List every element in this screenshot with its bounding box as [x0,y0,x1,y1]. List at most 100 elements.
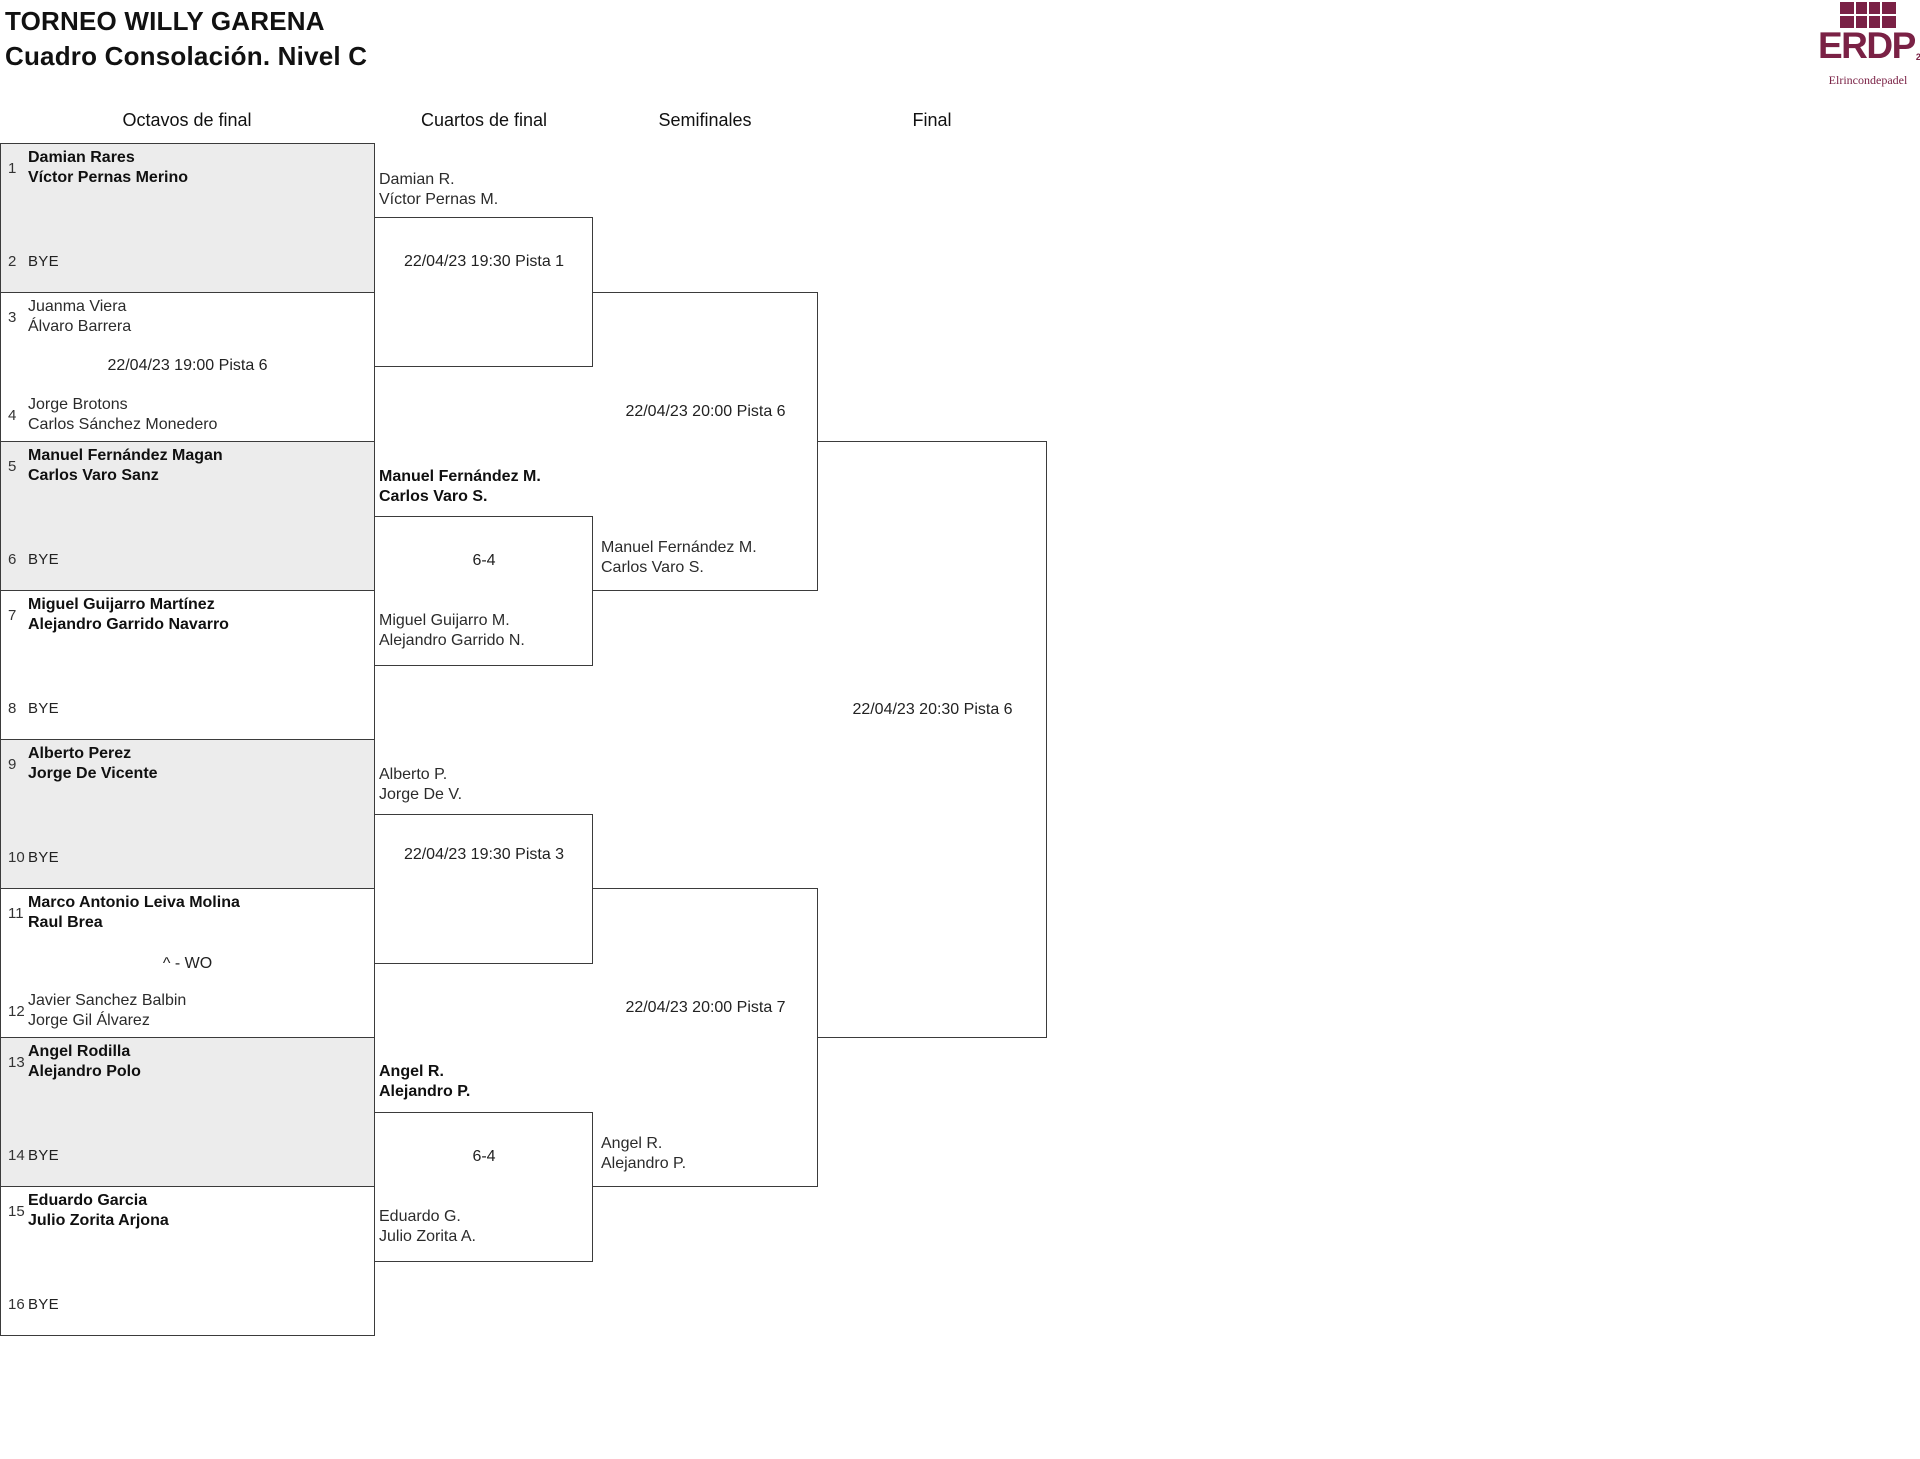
player-name: Alejandro P. [379,1083,471,1100]
logo-grid-cell [1856,2,1867,14]
seed-number: 1 [8,159,17,177]
team-entry: 12 Javier Sanchez Balbin Jorge Gil Álvar… [8,991,370,1031]
player-name: Víctor Pernas Merino [28,169,189,186]
match-schedule: 22/04/23 19:00 Pista 6 [107,357,268,374]
cuartos-4-bottom-team: Eduardo G. Julio Zorita A. [379,1207,476,1247]
team-name: Manuel Fernández Magan Carlos Varo Sanz [28,446,223,486]
player-name: Angel Rodilla [28,1043,131,1060]
octavos-match-box-3: 5 Manuel Fernández Magan Carlos Varo San… [0,441,375,591]
semifinal-bracket-2 [593,888,818,1187]
player-name: Manuel Fernández M. [601,539,757,556]
player-name: Álvaro Barrera [28,318,132,335]
cuartos-4-top-team: Angel R. Alejandro P. [379,1062,470,1102]
page-header: TORNEO WILLY GARENA Cuadro Consolación. … [5,4,367,74]
seed-number: 13 [8,1053,25,1071]
bye-label: BYE [28,551,59,568]
seed-number: 4 [8,406,17,424]
seed-number: 14 [8,1147,25,1164]
team-entry: 16 BYE [8,1296,370,1313]
team-entry: 11 Marco Antonio Leiva Molina Raul Brea [8,893,370,933]
padel-court-grid-icon [1840,2,1896,28]
player-name: Jorge Brotons [28,396,128,413]
round-header-cuartos: Cuartos de final [420,110,548,130]
team-name: Marco Antonio Leiva Molina Raul Brea [28,893,240,933]
octavos-match-box-5: 9 Alberto Perez Jorge De Vicente 10 BYE [0,739,375,889]
round-header-final: Final [912,110,952,130]
team-name: Miguel Guijarro Martínez Alejandro Garri… [28,595,229,635]
logo-version: 2.0 [1915,52,1920,62]
octavos-match-box-4: 7 Miguel Guijarro Martínez Alejandro Gar… [0,590,375,740]
player-name: Angel R. [601,1135,663,1152]
bye-label: BYE [28,1296,59,1313]
player-name: Alberto P. [379,766,448,783]
team-entry: 13 Angel Rodilla Alejandro Polo [8,1042,370,1082]
team-entry: 14 BYE [8,1147,370,1164]
cuartos-bracket-1 [375,217,593,367]
octavos-match-box-6: 11 Marco Antonio Leiva Molina Raul Brea … [0,888,375,1038]
player-name: Miguel Guijarro M. [379,612,510,629]
logo-grid-cell [1882,2,1896,14]
team-name: Juanma Viera Álvaro Barrera [28,297,131,337]
player-name: Carlos Sánchez Monedero [28,416,218,433]
seed-number: 12 [8,1002,25,1020]
team-entry: 3 Juanma Viera Álvaro Barrera [8,297,370,337]
player-name: Jorge De V. [379,786,463,803]
player-name: Alberto Perez [28,745,132,762]
logo-grid-cell [1840,16,1854,28]
logo-site-name: Elrincondepadel [1828,73,1908,87]
team-name: Angel Rodilla Alejandro Polo [28,1042,141,1082]
cuartos-bracket-4 [375,1112,593,1262]
team-name: Damian Rares Víctor Pernas Merino [28,148,188,188]
seed-number: 11 [8,904,24,922]
logo-grid-cell [1840,2,1854,14]
player-name: Julio Zorita A. [379,1228,476,1245]
match-schedule: 22/04/23 19:30 Pista 1 [403,253,565,270]
seed-number: 9 [8,755,17,773]
match-schedule: 22/04/23 20:00 Pista 7 [625,999,786,1016]
team-name: Javier Sanchez Balbin Jorge Gil Álvarez [28,991,186,1031]
team-entry: 15 Eduardo Garcia Julio Zorita Arjona [8,1191,370,1231]
match-schedule: 22/04/23 20:00 Pista 6 [625,403,786,420]
seed-number: 8 [8,700,17,717]
player-name: Miguel Guijarro Martínez [28,596,215,613]
walkover-note: ^ - WO [162,955,213,972]
player-name: Carlos Varo S. [601,559,704,576]
player-name: Eduardo G. [379,1208,461,1225]
seed-number: 2 [8,253,17,270]
player-name: Damian Rares [28,149,135,166]
team-name: Jorge Brotons Carlos Sánchez Monedero [28,395,217,435]
bye-label: BYE [28,700,59,717]
semifinal-1-bottom-team: Manuel Fernández M. Carlos Varo S. [601,538,757,578]
cuartos-bracket-3 [375,814,593,964]
bye-label: BYE [28,1147,59,1164]
cuartos-bracket-2 [375,516,593,666]
logo-grid-cell [1869,16,1880,28]
team-entry: 7 Miguel Guijarro Martínez Alejandro Gar… [8,595,370,635]
player-name: Víctor Pernas M. [379,191,499,208]
team-name: Alberto Perez Jorge De Vicente [28,744,158,784]
semifinal-bracket-1 [593,292,818,591]
match-score: 6-4 [472,552,496,569]
player-name: Jorge Gil Álvarez [28,1012,150,1029]
player-name: Juanma Viera [28,298,127,315]
player-name: Javier Sanchez Balbin [28,992,187,1009]
player-name: Julio Zorita Arjona [28,1212,169,1229]
seed-number: 5 [8,457,17,475]
cuartos-2-bottom-team: Miguel Guijarro M. Alejandro Garrido N. [379,611,525,651]
team-entry: 4 Jorge Brotons Carlos Sánchez Monedero [8,395,370,435]
round-header-octavos: Octavos de final [122,110,252,130]
seed-number: 16 [8,1296,25,1313]
player-name: Alejandro Garrido N. [379,632,525,649]
player-name: Alejandro P. [601,1155,687,1172]
page-subtitle: Cuadro Consolación. Nivel C [5,41,368,71]
logo-grid-cell [1869,2,1880,14]
logo-grid-cell [1856,16,1867,28]
octavos-match-box-2: 3 Juanma Viera Álvaro Barrera 22/04/23 1… [0,292,375,442]
player-name: Jorge De Vicente [28,765,158,782]
player-name: Carlos Varo S. [379,488,488,505]
seed-number: 3 [8,308,17,326]
player-name: Carlos Varo Sanz [28,467,159,484]
team-entry: 10 BYE [8,849,370,866]
player-name: Eduardo Garcia [28,1192,148,1209]
